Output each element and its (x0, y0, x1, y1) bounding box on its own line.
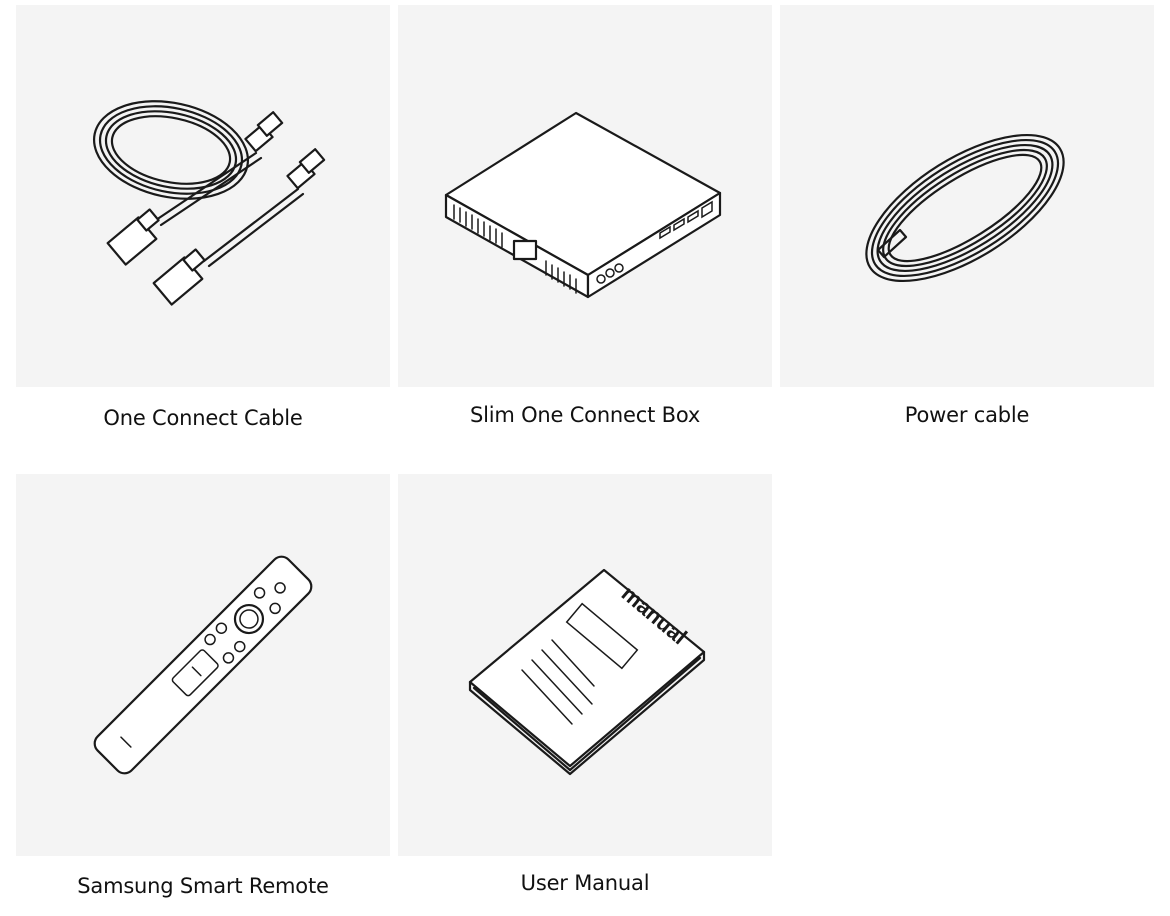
label-smart-remote: Samsung Smart Remote (77, 874, 329, 898)
smart-remote-icon (93, 555, 313, 775)
card-one-connect-box (398, 5, 772, 387)
power-cable-icon (865, 133, 1065, 283)
label-power-cable: Power cable (904, 403, 1030, 427)
card-user-manual: manual (398, 474, 772, 856)
card-power-cable (780, 5, 1154, 387)
user-manual-icon: manual (468, 568, 706, 776)
one-connect-cable-icon (92, 100, 326, 306)
one-connect-box-icon (444, 111, 722, 299)
card-smart-remote (16, 474, 390, 856)
label-one-connect-cable: One Connect Cable (103, 406, 303, 430)
label-one-connect-box: Slim One Connect Box (469, 403, 701, 427)
label-user-manual: User Manual (520, 871, 650, 895)
card-one-connect-cable (16, 5, 390, 387)
